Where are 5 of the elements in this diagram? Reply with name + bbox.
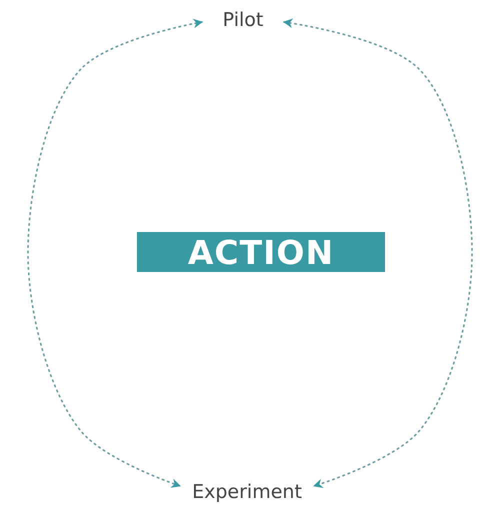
dotted-arrow — [27, 18, 203, 488]
node-label: Pilot — [205, 6, 281, 34]
dotted-arrow — [283, 18, 473, 488]
node-label: Experiment — [183, 478, 311, 506]
title-band: ACTION — [137, 232, 385, 272]
